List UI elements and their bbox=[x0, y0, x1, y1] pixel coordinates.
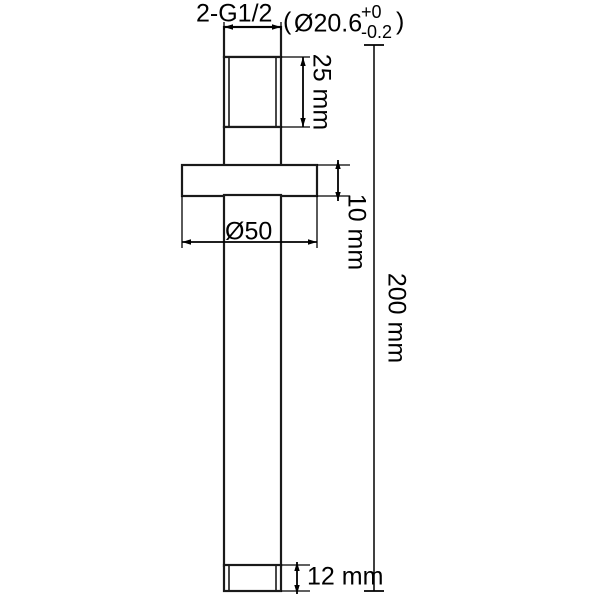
upper-shaft bbox=[222, 125, 283, 168]
main-tube bbox=[222, 193, 283, 568]
top-stub-body bbox=[222, 25, 283, 59]
flange-thickness-label: 10 mm bbox=[342, 194, 370, 270]
bore-close-paren: ) bbox=[396, 8, 404, 36]
dimension-flange-thickness: 10 mm bbox=[317, 160, 370, 270]
dimension-overall-length: 200 mm bbox=[364, 44, 410, 592]
bottom-end-section bbox=[222, 563, 283, 593]
dimension-bore-diameter bbox=[223, 22, 282, 30]
end-length-label: 12 mm bbox=[307, 563, 383, 591]
overall-length-label: 200 mm bbox=[382, 273, 410, 363]
thread-length-label: 25 mm bbox=[307, 54, 335, 130]
flange-diameter-label: Ø50 bbox=[225, 218, 272, 246]
threaded-section bbox=[222, 55, 283, 129]
bore-tolerance-upper: +0 bbox=[361, 2, 382, 22]
bore-diameter-label: Ø20.6 bbox=[294, 10, 362, 38]
thread-spec-label: 2-G1/2 bbox=[196, 0, 272, 28]
dimension-flange-diameter: Ø50 bbox=[181, 196, 318, 248]
bore-tolerance-group: ( Ø20.6 +0 -0.2 ) bbox=[283, 2, 404, 42]
bore-open-paren: ( bbox=[283, 8, 292, 36]
flange-disc bbox=[180, 163, 319, 198]
part-geometry bbox=[180, 25, 319, 593]
bore-tolerance-lower: -0.2 bbox=[361, 22, 392, 42]
dimension-thread-length: 25 mm bbox=[281, 54, 335, 130]
dimension-end-length: 12 mm bbox=[281, 562, 383, 594]
